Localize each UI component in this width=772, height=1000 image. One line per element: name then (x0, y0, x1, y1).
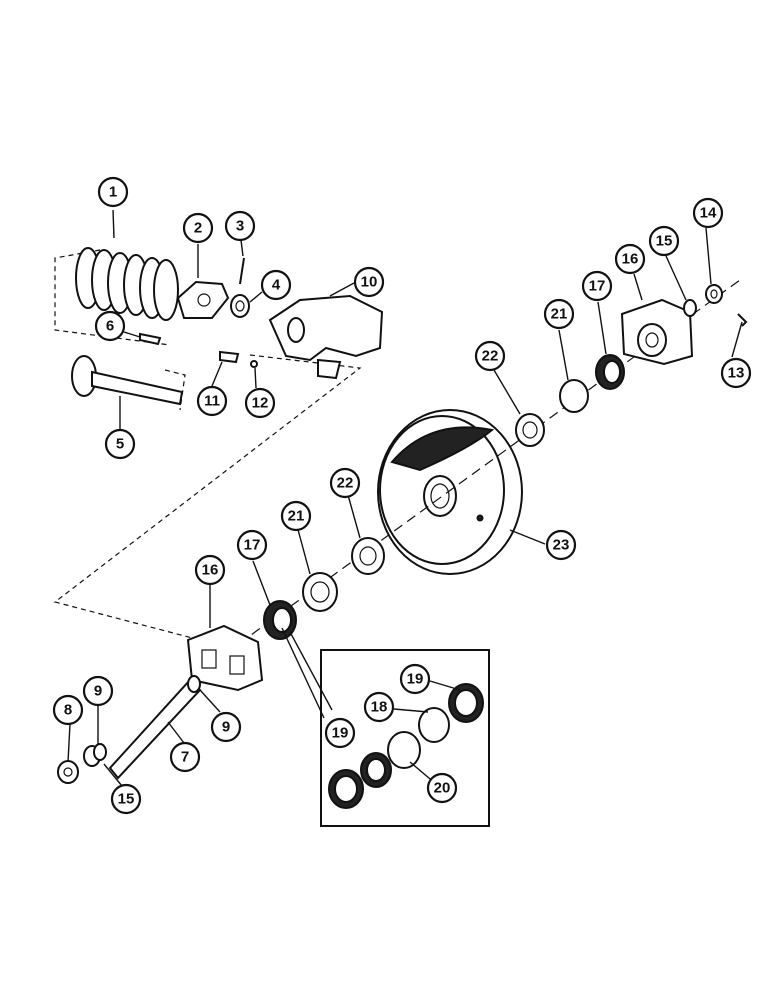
spring-plate (176, 280, 230, 319)
callout-23: 23 (545, 529, 577, 561)
left-fasteners (57, 743, 107, 784)
callout-9-left: 9 (82, 675, 114, 707)
callout-21-right: 21 (543, 298, 575, 330)
callout-19-left: 19 (324, 717, 356, 749)
callout-19-top-label: 19 (407, 671, 424, 688)
callout-10-label: 10 (361, 274, 378, 291)
callout-8: 8 (52, 694, 84, 726)
callout-5-label: 5 (116, 436, 124, 453)
callout-18: 18 (363, 691, 395, 723)
right-fasteners (683, 284, 748, 327)
callout-15-right-label: 15 (656, 233, 673, 250)
spring (75, 247, 179, 321)
callout-2: 2 (182, 212, 214, 244)
callout-11-label: 11 (204, 393, 220, 410)
callout-17-right-label: 17 (589, 278, 606, 295)
left-bearing-stack (263, 537, 385, 640)
leader-lines (67, 209, 743, 787)
callout-22-right-label: 22 (482, 348, 499, 365)
right-bearing-stack (515, 354, 625, 447)
callout-10: 10 (353, 266, 385, 298)
callout-5: 5 (104, 428, 136, 460)
callout-15-right: 15 (648, 225, 680, 257)
callout-1: 1 (97, 176, 129, 208)
callout-15-left: 15 (110, 783, 142, 815)
bolt (139, 332, 162, 346)
callout-21-left-label: 21 (288, 508, 305, 525)
pin-and-washer (219, 350, 258, 368)
yoke-bracket (268, 294, 384, 380)
callout-16-right: 16 (614, 243, 646, 275)
callout-13: 13 (720, 357, 752, 389)
callout-16-right-label: 16 (622, 251, 639, 268)
recoil-rod (71, 355, 184, 406)
callout-3: 3 (224, 210, 256, 242)
callout-7-label: 7 (181, 749, 189, 766)
callout-6-label: 6 (106, 318, 114, 335)
idler-wheel (377, 409, 523, 575)
callout-8-label: 8 (64, 702, 72, 719)
callout-2-label: 2 (194, 220, 202, 237)
nut (230, 294, 250, 318)
callout-19-left-label: 19 (332, 725, 349, 742)
callout-14-label: 14 (700, 205, 717, 222)
callout-21-right-label: 21 (551, 306, 568, 323)
callout-23-label: 23 (553, 537, 570, 554)
callout-4-label: 4 (272, 277, 281, 294)
callout-16-left-label: 16 (202, 562, 219, 579)
callout-14: 14 (692, 197, 724, 229)
callout-3-label: 3 (236, 218, 244, 235)
callout-4: 4 (260, 269, 292, 301)
callout-15-left-label: 15 (118, 791, 135, 808)
callout-16-left: 16 (194, 554, 226, 586)
callout-9-left-label: 9 (94, 683, 102, 700)
callout-22-right: 22 (474, 340, 506, 372)
callout-20: 20 (426, 772, 458, 804)
set-screw (239, 257, 245, 285)
callout-7: 7 (169, 741, 201, 773)
callout-20-label: 20 (434, 780, 451, 797)
callout-21-left: 21 (280, 500, 312, 532)
callout-19-top: 19 (399, 663, 431, 695)
callout-1-label: 1 (109, 184, 117, 201)
callout-12: 12 (244, 387, 276, 419)
callout-9-right: 9 (210, 711, 242, 743)
callout-18-label: 18 (371, 699, 388, 716)
right-bracket (620, 298, 694, 366)
callout-12-label: 12 (252, 395, 269, 412)
callout-17-left: 17 (236, 529, 268, 561)
callout-22-left: 22 (329, 467, 361, 499)
callout-17-right: 17 (581, 270, 613, 302)
callout-9-right-label: 9 (222, 719, 230, 736)
callout-17-left-label: 17 (244, 537, 261, 554)
callout-13-label: 13 (728, 365, 745, 382)
callout-22-left-label: 22 (337, 475, 354, 492)
callout-11: 11 (196, 385, 228, 417)
callout-6: 6 (94, 310, 126, 342)
